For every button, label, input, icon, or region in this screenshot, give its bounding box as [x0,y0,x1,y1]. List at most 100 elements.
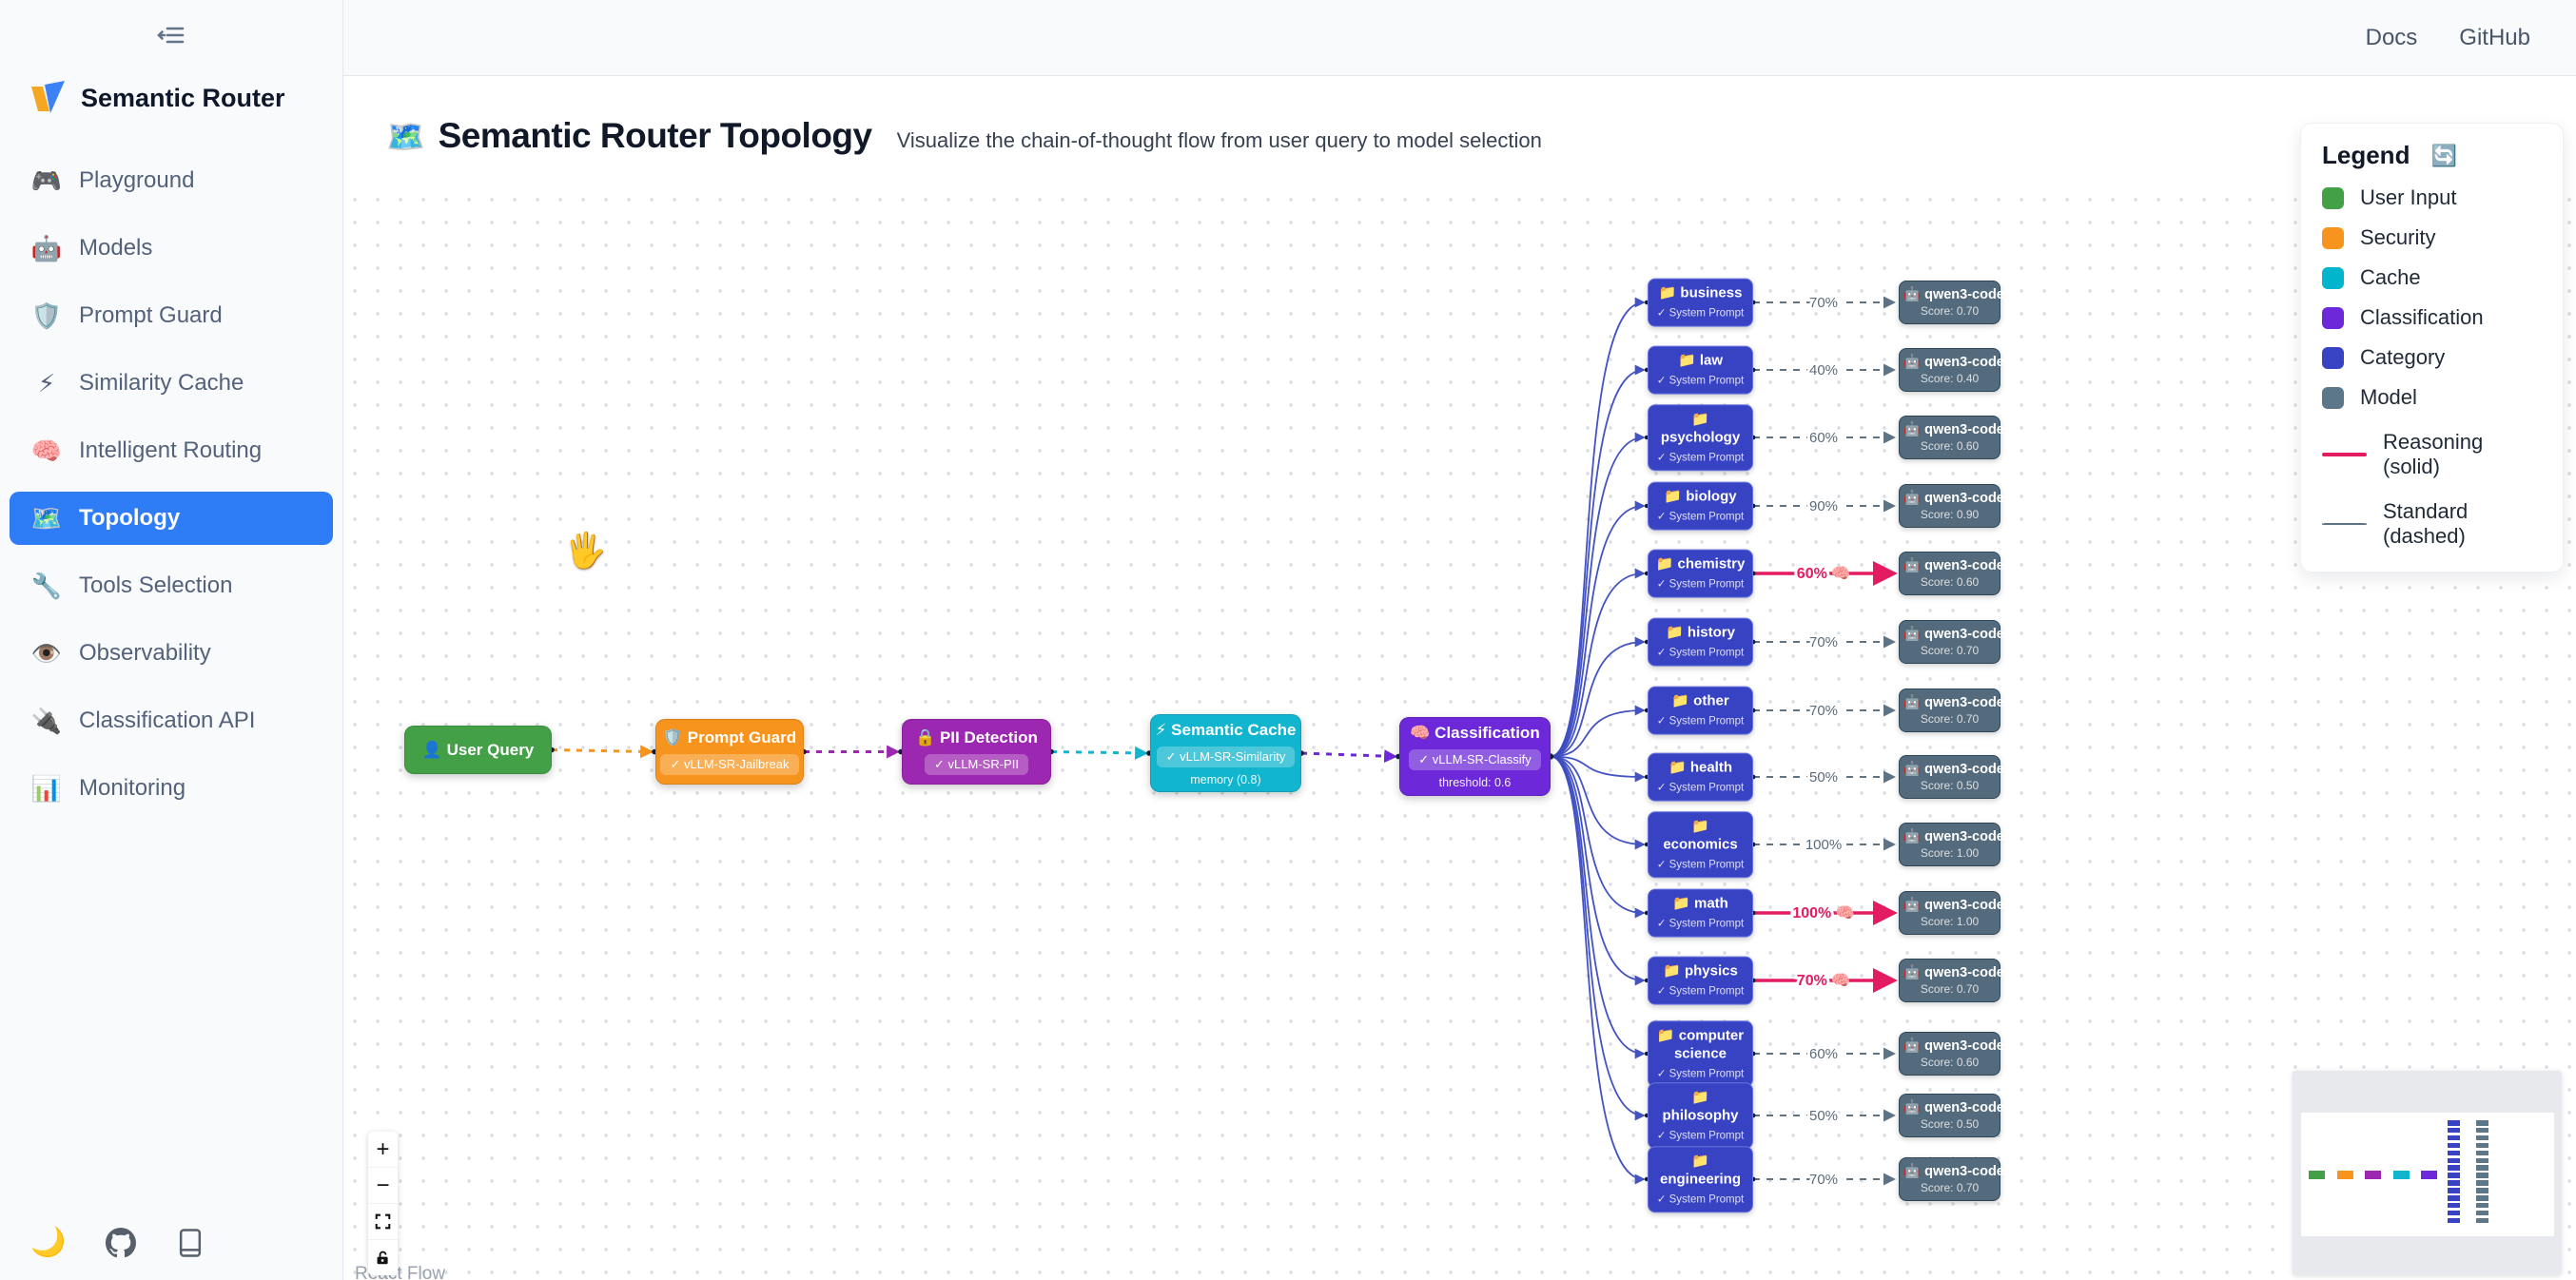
sidebar-item-models[interactable]: 🤖Models [10,222,333,275]
edge-classification-business[interactable] [1550,297,1646,758]
category-system-prompt: ✓ System Prompt [1656,918,1745,930]
edge-classification-chemistry[interactable] [1550,568,1646,758]
node-user-query[interactable]: 👤 User Query [404,726,552,774]
category-system-prompt: ✓ System Prompt [1656,1193,1745,1205]
edge-classification-biology[interactable] [1550,500,1646,758]
minimap-node [2448,1135,2460,1141]
edge-classification-math[interactable] [1550,755,1646,919]
lock-button[interactable] [368,1240,398,1275]
sidebar-collapse-button[interactable] [0,0,342,70]
category-node-biology[interactable]: 📁 biology✓ System Prompt [1648,481,1753,531]
sidebar-item-intelligent-routing[interactable]: 🧠Intelligent Routing [10,424,333,477]
topology-flow-canvas[interactable]: 70%40%60%90%60% 🧠70%70%50%100%100% 🧠70% … [343,76,2576,1280]
category-node-philosophy[interactable]: 📁 philosophy✓ System Prompt [1648,1082,1753,1149]
sidebar-item-similarity-cache[interactable]: ⚡Similarity Cache [10,357,333,410]
edge-label-engineering: 70% [1809,1172,1838,1188]
category-system-prompt: ✓ System Prompt [1656,985,1745,998]
model-score: Score: 0.60 [1920,1056,1980,1069]
docs-link[interactable]: Docs [2365,24,2418,50]
plug-icon: 🔌 [30,706,63,735]
category-node-physics[interactable]: 📁 physics✓ System Prompt [1648,956,1753,1005]
model-score: Score: 0.50 [1920,1117,1980,1131]
category-node-psychology[interactable]: 📁 psychology✓ System Prompt [1648,404,1753,471]
category-node-law[interactable]: 📁 law✓ System Prompt [1648,345,1753,395]
category-name: 📁 psychology [1660,411,1741,445]
node-subtext: threshold: 0.6 [1438,776,1512,789]
sidebar-nav: 🎮Playground 🤖Models 🛡️Prompt Guard ⚡Similar… [0,154,342,815]
sidebar-item-tools-selection[interactable]: 🔧Tools Selection [10,559,333,612]
legend-item-security: Security [2322,225,2542,250]
zoom-out-button[interactable]: − [368,1168,398,1204]
minimap-node [2448,1120,2460,1126]
category-node-engineering[interactable]: 📁 engineering✓ System Prompt [1648,1146,1753,1212]
edge-classification-physics[interactable] [1550,755,1646,986]
edge-classification-psychology[interactable] [1550,432,1646,758]
minimap-node [2476,1127,2488,1134]
sidebar-item-label: Topology [79,505,181,531]
minimap-node [2448,1188,2460,1193]
edge-label-history: 70% [1809,634,1838,650]
category-name: 📁 philosophy [1662,1089,1739,1123]
edge-classification-philosophy[interactable] [1550,755,1646,1121]
github-icon[interactable] [106,1227,137,1258]
category-node-computer-science[interactable]: 📁 computer science✓ System Prompt [1648,1020,1753,1087]
edge-classification-engineering[interactable] [1550,755,1646,1185]
brand[interactable]: Semantic Router [0,70,342,122]
category-node-business[interactable]: 📁 business✓ System Prompt [1648,278,1753,327]
sidebar-item-prompt-guard[interactable]: 🛡️Prompt Guard [10,289,333,342]
github-link[interactable]: GitHub [2459,24,2530,50]
node-pii-detection[interactable]: 🔒 PII Detection✓ vLLM-SR-PII [902,719,1051,785]
sidebar-item-topology[interactable]: 🗺️Topology [10,492,333,545]
edge-classification-law[interactable] [1550,364,1646,758]
edge-classification-other[interactable] [1550,705,1646,758]
edge-classification-history[interactable] [1550,636,1646,758]
category-node-history[interactable]: 📁 history✓ System Prompt [1648,617,1753,667]
refresh-icon[interactable]: 🔄 [2430,143,2457,167]
node-prompt-guard[interactable]: 🛡️ Prompt Guard✓ vLLM-SR-Jailbreak [655,719,804,785]
edge-label-philosophy: 50% [1809,1108,1838,1124]
sidebar-item-observability[interactable]: 👁️Observability [10,627,333,680]
minimap[interactable] [2293,1071,2562,1275]
category-node-chemistry[interactable]: 📁 chemistry✓ System Prompt [1648,549,1753,598]
category-node-math[interactable]: 📁 math✓ System Prompt [1648,888,1753,938]
edge-semantic-cache-classification[interactable] [1300,749,1398,764]
edge-user-query-prompt-guard[interactable] [551,745,654,759]
model-score: Score: 1.00 [1920,846,1980,860]
dark-mode-moon-icon[interactable]: 🌙 [30,1227,67,1258]
edge-classification-health[interactable] [1550,755,1646,783]
edge-classification-computer-science[interactable] [1550,755,1646,1059]
edge-pii-detection-semantic-cache[interactable] [1050,746,1149,760]
fit-view-button[interactable] [368,1204,398,1240]
node-subtext: memory (0.8) [1190,772,1261,786]
legend-title: Legend [2322,141,2410,169]
edge-classification-economics[interactable] [1550,755,1646,850]
category-node-economics[interactable]: 📁 economics✓ System Prompt [1648,811,1753,878]
node-title: ⚡ Semantic Cache [1155,720,1297,739]
sidebar-item-playground[interactable]: 🎮Playground [10,154,333,207]
sidebar-item-monitoring[interactable]: 📊Monitoring [10,762,333,815]
category-name: 📁 computer science [1656,1027,1745,1061]
zoom-in-button[interactable]: + [368,1132,398,1168]
category-node-health[interactable]: 📁 health✓ System Prompt [1648,752,1753,802]
sidebar-item-classification-api[interactable]: 🔌Classification API [10,694,333,747]
category-node-other[interactable]: 📁 other✓ System Prompt [1648,686,1753,735]
lock-icon [377,1251,388,1265]
docs-book-icon[interactable] [176,1228,205,1258]
